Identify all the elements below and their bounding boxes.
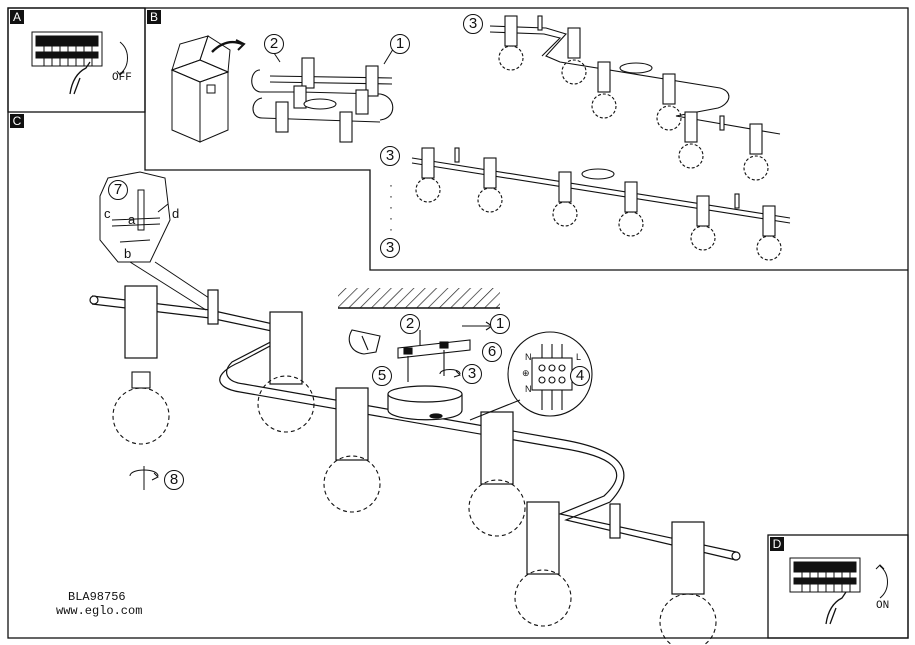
lamp-holders <box>124 285 705 595</box>
switch-on-label: ON <box>876 600 890 612</box>
model-number: BLA98756 <box>68 590 126 604</box>
wire-label-n-top: N <box>525 352 532 362</box>
detail-letter-d: d <box>172 206 180 221</box>
bulb-sockets-and-bulbs <box>112 371 717 645</box>
wire-label-l: L <box>576 352 582 362</box>
terminal-block-callout <box>469 331 593 421</box>
panel-d-letter: D <box>770 537 784 551</box>
step-1-label: 1 <box>490 314 510 334</box>
lamp-rail <box>89 289 741 561</box>
config-ellipsis: ····· <box>389 178 393 236</box>
straight-configuration <box>411 147 791 261</box>
unpack-step-2: 2 <box>264 34 284 54</box>
mounting-bracket <box>348 321 493 382</box>
detail-letter-a: a <box>128 212 136 227</box>
step-8-label: 8 <box>164 470 184 490</box>
step-6-label: 6 <box>482 342 502 362</box>
step-3-label: 3 <box>462 364 482 384</box>
detail-letter-b: b <box>124 246 132 261</box>
config-step-mid: 3 <box>380 146 400 166</box>
breaker-switch-off-icon <box>31 31 128 95</box>
detail-letter-c: c <box>104 206 111 221</box>
unpack-step-1: 1 <box>390 34 410 54</box>
config-step-bottom: 3 <box>380 238 400 258</box>
folded-lamp-assembly <box>251 43 396 143</box>
config-step-top: 3 <box>463 14 483 34</box>
step-4-label: 4 <box>570 366 590 386</box>
detail-callout-7 <box>99 171 213 311</box>
step-5-label: 5 <box>372 366 392 386</box>
zigzag-configuration <box>489 15 781 181</box>
panel-a-letter: A <box>10 10 24 24</box>
rotate-canopy-arrow-icon <box>439 369 461 378</box>
ceiling-hatch <box>338 288 500 308</box>
panel-b-letter: B <box>147 10 161 24</box>
wire-label-earth: ⊕ <box>522 368 530 378</box>
panel-borders <box>7 7 909 639</box>
step-2-label: 2 <box>400 314 420 334</box>
breaker-switch-on-icon <box>789 557 888 625</box>
canopy <box>387 385 463 421</box>
switch-off-label: OFF <box>112 72 132 84</box>
packaging-box-icon <box>170 35 246 143</box>
panel-c-letter: C <box>10 114 24 128</box>
step-7-label: 7 <box>108 180 128 200</box>
wire-label-n-bottom: N <box>525 384 532 394</box>
website-address: www.eglo.com <box>56 604 143 618</box>
rotate-bulb-arrow-icon <box>129 466 159 490</box>
